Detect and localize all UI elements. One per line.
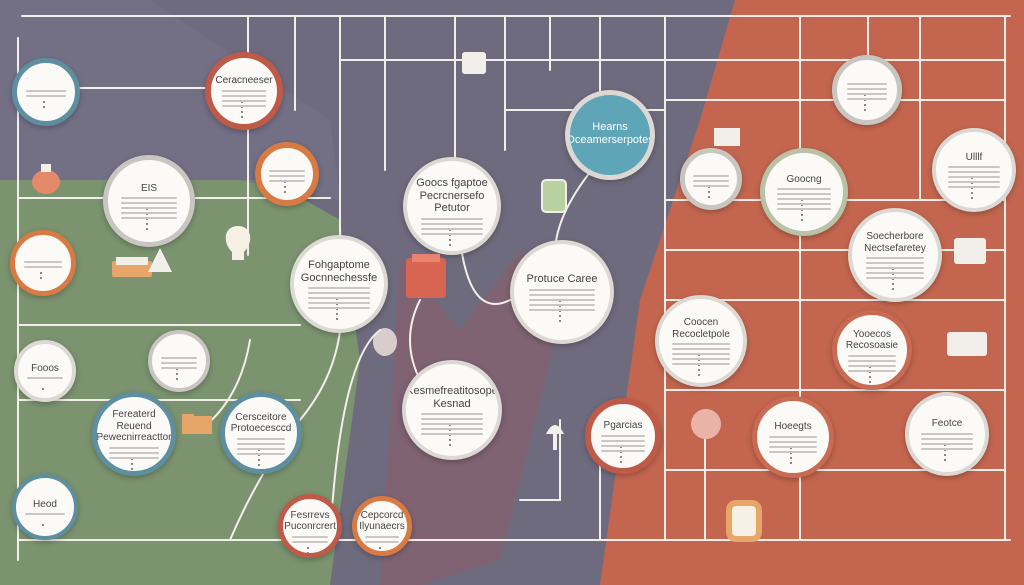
node-main-center[interactable]: Goocs fgaptoe Pecrcnersefo Petutor bbox=[403, 157, 501, 255]
node-bullets bbox=[23, 261, 63, 268]
node-title: Soecherbore Nectsefaretey bbox=[864, 231, 926, 254]
node-bullets bbox=[420, 413, 484, 436]
node-title: Yooecos Recosoasie bbox=[845, 328, 899, 352]
chest-icon bbox=[726, 500, 762, 542]
node-green-small[interactable] bbox=[255, 142, 319, 206]
flask-icon bbox=[32, 164, 60, 194]
node-title: Goocng bbox=[786, 173, 822, 185]
node-bullets bbox=[672, 343, 730, 365]
node-bullets bbox=[948, 166, 1000, 189]
node-upper-left-orange[interactable]: Ceracneeser bbox=[205, 52, 283, 130]
node-bullets bbox=[848, 354, 896, 372]
node-main-left[interactable]: Fohgaptome Gocnnechessfe bbox=[290, 235, 388, 333]
wire-28 bbox=[409, 299, 421, 381]
monitor-icon bbox=[714, 128, 740, 146]
pink-orb-icon bbox=[691, 409, 721, 439]
node-bullets bbox=[777, 188, 831, 211]
node-right-grey[interactable] bbox=[680, 148, 742, 210]
node-process-center[interactable]: Protuce Caree bbox=[510, 240, 614, 344]
node-bottom-red[interactable]: Fesrrevs Puconrcrert bbox=[278, 494, 342, 558]
node-bullets bbox=[308, 287, 370, 310]
node-title: Feotce bbox=[931, 418, 963, 430]
node-bullets bbox=[26, 90, 66, 97]
node-title: Fohgaptome Gocnnechessfe bbox=[300, 258, 378, 284]
node-right-grey-top[interactable] bbox=[832, 55, 902, 125]
node-bullets bbox=[365, 535, 399, 543]
node-bullets bbox=[108, 446, 160, 459]
node-top-left[interactable] bbox=[12, 58, 80, 126]
node-right-top-far[interactable]: Ulllf bbox=[932, 128, 1016, 212]
node-title: Ceracneeser bbox=[215, 75, 273, 87]
node-title: Pgarcias bbox=[603, 420, 643, 432]
node-title: Cepcorcd Ilyunaecrs bbox=[359, 509, 405, 533]
node-title: Ulllf bbox=[965, 151, 983, 163]
node-bottom-left[interactable]: Heod bbox=[12, 474, 78, 540]
node-bottom-orange[interactable]: Cepcorcd Ilyunaecrs bbox=[352, 496, 412, 556]
green-jar-icon bbox=[541, 179, 567, 213]
node-bullets bbox=[693, 174, 729, 187]
node-right-green[interactable]: Goocng bbox=[760, 148, 848, 236]
node-green-mid[interactable] bbox=[148, 330, 210, 392]
node-green-top[interactable]: EIS bbox=[103, 155, 195, 247]
tray-icon bbox=[112, 257, 152, 277]
node-bullets bbox=[221, 89, 267, 107]
node-title: Hearns Oceamerserpotes bbox=[566, 120, 654, 146]
plug-icon bbox=[462, 52, 486, 74]
glass-icon bbox=[373, 328, 397, 356]
node-right-bottom-right[interactable]: Feotce bbox=[905, 392, 989, 476]
node-title: Fereaterd Reuend Pewecnirreacttor bbox=[96, 409, 172, 444]
node-right-orange-mid[interactable]: Yooecos Recosoasie bbox=[832, 310, 912, 390]
node-orange-left[interactable] bbox=[10, 230, 76, 296]
folder-icon bbox=[182, 414, 212, 434]
node-title: Fesrrevs Puconrcrert bbox=[284, 509, 336, 533]
node-title: Hoeegts bbox=[774, 421, 812, 433]
node-bullets bbox=[846, 83, 888, 100]
node-bullets bbox=[921, 432, 973, 450]
lamp-icon bbox=[546, 425, 564, 450]
node-title: EIS bbox=[140, 182, 158, 194]
node-bullets bbox=[421, 217, 483, 235]
node-bullets bbox=[121, 197, 177, 220]
purple-shade bbox=[0, 0, 340, 200]
device-icon bbox=[947, 332, 987, 356]
node-teal-center[interactable]: Hearns Oceamerserpotes bbox=[565, 90, 655, 180]
node-teal-green[interactable]: Cersceitore Protoecesccd bbox=[220, 392, 302, 474]
node-title: Coocen Recocletpole bbox=[672, 317, 730, 340]
node-red-bottom-center[interactable]: Pgarcias bbox=[585, 398, 661, 474]
wire-27 bbox=[459, 239, 511, 305]
node-title: Goocs fgaptoe Pecrcnersefo Petutor bbox=[416, 177, 488, 215]
node-bullets bbox=[601, 434, 645, 452]
node-title: Heod bbox=[33, 498, 57, 510]
wire-34 bbox=[329, 329, 381, 541]
node-right-bottom-left[interactable]: Hoeegts bbox=[752, 396, 834, 478]
bulb-icon bbox=[225, 226, 251, 260]
node-bullets bbox=[865, 257, 925, 279]
node-right-mid[interactable]: Soecherbore Nectsefaretey bbox=[848, 208, 942, 302]
node-teal-left-bottom[interactable]: Fereaterd Reuend Pewecnirreacttor bbox=[92, 392, 176, 476]
node-title: Protuce Caree bbox=[526, 273, 598, 286]
wire-31 bbox=[519, 419, 561, 501]
node-bullets bbox=[529, 288, 595, 311]
node-bullets bbox=[26, 377, 64, 380]
triangle-icon bbox=[148, 248, 172, 272]
node-bullets bbox=[236, 437, 286, 455]
node-bottom-center[interactable]: Kesmefreatitosope Kesnad bbox=[402, 360, 502, 460]
node-title: Kesmefreatitosope Kesnad bbox=[406, 384, 498, 410]
node-left-mid[interactable]: Fooos bbox=[14, 340, 76, 402]
node-right-mid2[interactable]: Coocen Recocletpole bbox=[655, 295, 747, 387]
node-title: Fooos bbox=[31, 362, 59, 374]
tablet-icon bbox=[954, 238, 986, 264]
node-bullets bbox=[768, 435, 818, 453]
red-box-icon bbox=[406, 254, 446, 298]
node-title: Cersceitore Protoecesccd bbox=[230, 411, 292, 435]
node-bullets bbox=[25, 513, 65, 516]
node-bullets bbox=[160, 356, 198, 369]
node-bullets bbox=[269, 169, 305, 182]
node-bullets bbox=[291, 535, 329, 543]
